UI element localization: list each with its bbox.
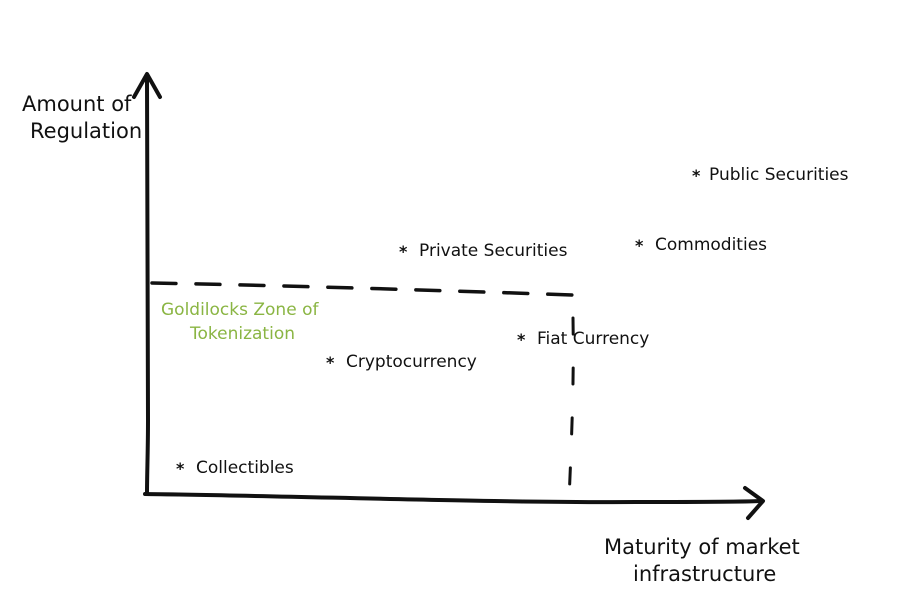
item-label: Private Securities (419, 241, 568, 261)
item-public-securities: * Public Securities (692, 165, 849, 185)
asterisk-marker-icon: * (635, 236, 644, 255)
item-private-securities: * Private Securities (399, 241, 568, 261)
zone-top-boundary (150, 281, 574, 297)
y-axis-line (145, 78, 151, 495)
item-collectibles: * Collectibles (176, 458, 294, 478)
item-label: Collectibles (196, 458, 294, 478)
x-axis-title-line-2: infrastructure (633, 562, 776, 586)
y-axis-title: Amount of Regulation (22, 92, 142, 143)
asterisk-marker-icon: * (176, 459, 185, 478)
x-axis-title-line-1: Maturity of market (604, 535, 800, 559)
x-axis (143, 486, 765, 520)
asterisk-marker-icon: * (517, 330, 526, 349)
item-label: Cryptocurrency (346, 352, 477, 372)
asterisk-marker-icon: * (399, 242, 408, 261)
asterisk-marker-icon: * (326, 353, 335, 372)
y-axis-title-line-2: Regulation (30, 119, 142, 143)
goldilocks-zone-label-line-1: Goldilocks Zone of (161, 300, 319, 320)
item-label: Commodities (655, 235, 767, 255)
y-axis-title-line-1: Amount of (22, 92, 132, 116)
zone-boundary (150, 281, 575, 502)
asterisk-marker-icon: * (692, 166, 701, 185)
y-axis-arrowhead (132, 72, 162, 99)
item-cryptocurrency: * Cryptocurrency (326, 352, 477, 372)
item-label: Fiat Currency (537, 329, 649, 349)
zone-right-boundary (567, 316, 575, 502)
item-fiat-currency: * Fiat Currency (517, 329, 649, 349)
x-axis-arrowhead (743, 486, 765, 520)
item-commodities: * Commodities (635, 235, 767, 255)
goldilocks-zone-label: Goldilocks Zone of Tokenization (161, 300, 324, 344)
x-axis-line (143, 492, 762, 505)
x-axis-title: Maturity of market infrastructure (604, 535, 806, 586)
item-label: Public Securities (709, 165, 849, 185)
goldilocks-zone-label-line-2: Tokenization (189, 324, 295, 344)
y-axis (132, 72, 162, 495)
